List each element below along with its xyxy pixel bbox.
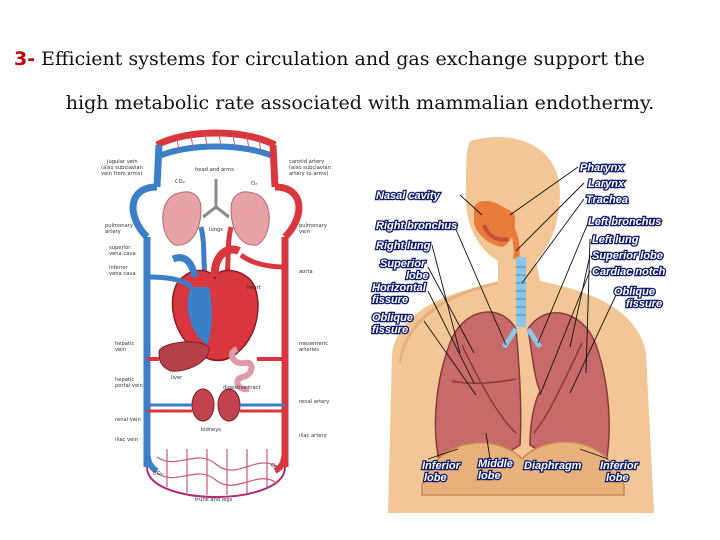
label-o2-top: O₂ xyxy=(251,181,257,187)
label-middle-lobe-2: lobe xyxy=(478,470,501,482)
label-inferior-lobe-right-1: Inferior xyxy=(600,460,639,472)
heading-line-1: 3- Efficient systems for circulation and… xyxy=(14,48,720,70)
heading-line-1-text: Efficient systems for circulation and ga… xyxy=(35,48,646,70)
label-superior-vena-cava-2: vena cava xyxy=(109,251,136,257)
label-nasal-cavity: Nasal cavity xyxy=(376,190,440,202)
liver-illustration xyxy=(158,341,210,372)
label-horizontal-fissure-1: Horizontal xyxy=(372,282,427,294)
label-inferior-vena-cava-2: vena cava xyxy=(109,271,136,277)
label-superior-lobe-right-1: Superior xyxy=(380,258,426,270)
label-pulmonary-artery-2: artery xyxy=(105,229,121,235)
respiratory-system-diagram: Pharynx Larynx Trachea Nasal cavity Left… xyxy=(370,133,670,513)
lungs-illustration xyxy=(434,311,610,467)
lungs-illustration xyxy=(162,179,270,246)
heading-line-2: high metabolic rate associated with mamm… xyxy=(65,92,655,114)
label-left-lung: Left lung xyxy=(592,234,639,246)
label-lungs: lungs xyxy=(209,227,223,233)
label-co2-top: CO₂ xyxy=(175,179,185,185)
label-aorta: aorta xyxy=(299,269,313,275)
label-o2-bottom: O₂ xyxy=(271,463,277,469)
trunk-legs-capillary-bed xyxy=(144,446,288,499)
label-jugular-sub2: vein from arms) xyxy=(101,171,142,177)
label-superior-lobe-right-2: lobe xyxy=(406,270,429,282)
label-superior-lobe-left: Superior lobe xyxy=(592,250,663,262)
label-mesenteric-1: mesenteric xyxy=(299,341,328,347)
label-hepatic-portal-2: portal vein xyxy=(115,383,143,389)
head-capillary-bed xyxy=(153,129,279,188)
label-superior-vena-cava-1: superior xyxy=(109,245,131,251)
label-renal-vein: renal vein xyxy=(115,417,141,423)
label-iliac-vein: iliac vein xyxy=(115,437,138,443)
label-oblique-fissure-left-1: Oblique xyxy=(614,286,655,298)
label-inferior-lobe-left-2: lobe xyxy=(424,472,447,484)
label-kidneys: kidneys xyxy=(201,427,221,433)
label-inferior-lobe-left-1: Inferior xyxy=(422,460,461,472)
label-pulmonary-vein-2: vein xyxy=(299,229,310,235)
circulatory-system-diagram: jugular vein (also subclavian vein from … xyxy=(87,127,345,503)
label-diaphragm: Diaphragm xyxy=(524,460,582,472)
label-oblique-fissure-right-2: fissure xyxy=(372,324,408,336)
label-oblique-fissure-right-1: Oblique xyxy=(372,312,413,324)
label-carotid-artery: carotid artery xyxy=(289,159,324,165)
label-iliac-artery: iliac artery xyxy=(299,433,327,439)
nasal-pharynx-illustration xyxy=(474,201,520,260)
label-heart: heart xyxy=(247,285,261,291)
label-liver: liver xyxy=(171,375,183,381)
label-hepatic-portal-1: hepatic xyxy=(115,377,134,383)
label-jugular-sub1: (also subclavian xyxy=(101,165,143,171)
digestive-tract-illustration xyxy=(147,346,285,393)
label-digestive-tract: digestive tract xyxy=(223,385,261,391)
label-horizontal-fissure-2: fissure xyxy=(372,294,408,306)
label-pulmonary-artery-1: pulmonary xyxy=(105,223,133,229)
heart-illustration xyxy=(171,245,259,362)
label-jugular-vein: jugular vein xyxy=(106,159,138,165)
trachea-illustration xyxy=(516,257,526,327)
label-right-bronchus: Right bronchus xyxy=(376,220,457,232)
label-head-arms: head and arms xyxy=(195,167,234,173)
label-co2-bottom: CO₂ xyxy=(153,471,163,477)
label-left-bronchus: Left bronchus xyxy=(588,216,661,228)
label-cardiac-notch: Cardiac notch xyxy=(592,266,666,278)
diaphragm-illustration xyxy=(421,441,625,496)
label-right-lung: Right lung xyxy=(376,240,431,252)
kidneys-illustration xyxy=(147,388,285,422)
label-mesenteric-2: arteries xyxy=(299,347,319,353)
label-larynx: Larynx xyxy=(588,178,625,190)
label-middle-lobe-1: Middle xyxy=(478,458,513,470)
label-hepatic-vein-2: vein xyxy=(115,347,126,353)
label-trachea: Trachea xyxy=(586,194,628,206)
label-pulmonary-vein-1: pulmonary xyxy=(299,223,327,229)
label-inferior-lobe-right-2: lobe xyxy=(606,472,629,484)
label-oblique-fissure-left-2: fissure xyxy=(626,298,662,310)
label-renal-artery: renal artery xyxy=(299,399,330,405)
label-inferior-vena-cava-1: inferior xyxy=(109,265,128,271)
label-carotid-sub2: artery to arms) xyxy=(289,171,328,177)
label-carotid-sub1: (also subclavian xyxy=(289,165,331,171)
label-trunk-legs: trunk and legs xyxy=(195,497,233,503)
label-pharynx: Pharynx xyxy=(580,162,624,174)
label-hepatic-vein-1: hepatic xyxy=(115,341,134,347)
heading-number: 3- xyxy=(14,48,36,70)
